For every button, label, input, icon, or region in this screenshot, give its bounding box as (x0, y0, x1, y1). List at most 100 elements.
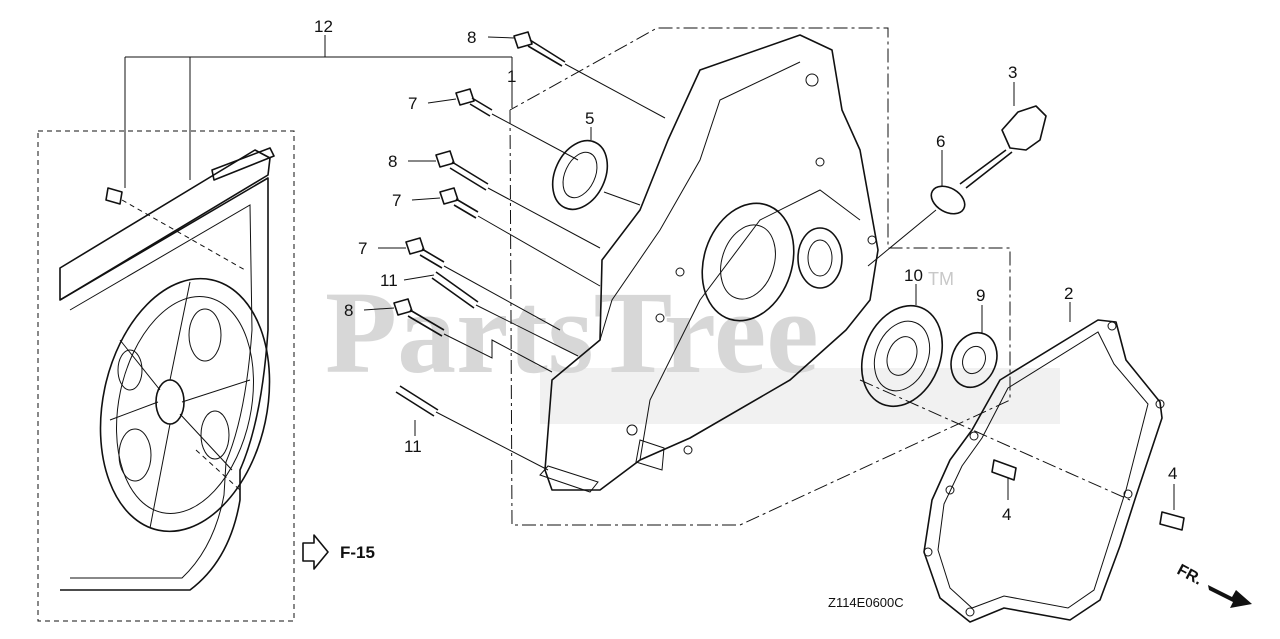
gasket-hole-6 (923, 547, 933, 557)
fan-cover-frame (37, 130, 295, 622)
fan-cover-bolt (105, 187, 123, 205)
gasket-hole-4 (969, 431, 979, 441)
gasket-2-inner (937, 331, 1149, 609)
callout-1: 1 (507, 67, 516, 86)
callout-4a: 4 (1002, 505, 1011, 524)
callout-10: 10 (904, 266, 923, 285)
right-parts-group: 3 6 10 9 2 4 4 (859, 63, 1185, 623)
leader-6 (867, 150, 943, 267)
leader-11-lower (414, 411, 549, 471)
gasket-hole-5 (945, 485, 955, 495)
watermark-band (540, 368, 1060, 424)
leader-7-third (378, 247, 561, 331)
bolt-8-third (393, 298, 445, 337)
callout-7-second: 7 (392, 191, 401, 210)
bolt-hole-4 (867, 235, 877, 245)
callout-5: 5 (585, 109, 594, 128)
fan-hub (155, 379, 185, 425)
callout-6: 6 (936, 132, 945, 151)
oil-seal-5-inner (562, 151, 598, 199)
oil-seal-5 (551, 139, 609, 211)
hollow-arrow-icon (302, 534, 329, 570)
dowel-pin-4a (991, 459, 1017, 481)
leader-5 (590, 127, 641, 206)
bolt-hole-6 (683, 445, 693, 455)
assembly-box-1 (509, 27, 1011, 526)
fan-cover-bracket (211, 147, 275, 181)
cam-bearing-boss (797, 227, 843, 289)
leader-8-top (487, 36, 666, 119)
bolt-7-first (455, 88, 493, 117)
bearing-9-bore (962, 345, 986, 375)
front-direction: FR. (1174, 562, 1252, 608)
bearing-10-race (873, 320, 931, 392)
bolts-group: 8 1 7 5 8 7 7 11 8 11 (344, 28, 666, 471)
callout-7-first: 7 (408, 94, 417, 113)
leader-11-upper (403, 274, 579, 357)
callout-4b: 4 (1168, 464, 1177, 483)
callout-8-top: 8 (467, 28, 476, 47)
fan-window-3 (200, 410, 230, 460)
leader-7-second (411, 197, 601, 287)
leader-8-third (363, 307, 553, 373)
bolt-hole-1 (675, 267, 685, 277)
fan-wheel (99, 277, 271, 533)
fan-cover-body (59, 177, 269, 591)
dipstick-3 (959, 149, 1013, 189)
callout-11-lower: 11 (404, 437, 422, 456)
reference-f15[interactable]: F-15 (302, 534, 375, 570)
fan-spokes (109, 281, 251, 529)
callout-3: 3 (1008, 63, 1017, 82)
gasket-hole-7 (965, 607, 975, 617)
main-bearing-bore (720, 224, 776, 300)
fan-cover-plate (59, 149, 271, 301)
bolt-hole-5 (626, 424, 638, 436)
fan-cover-inner (69, 204, 253, 579)
crankcase-cover-outline (544, 34, 879, 491)
bolt-hole-7 (805, 73, 819, 87)
reference-label: F-15 (340, 543, 375, 562)
callout-9: 9 (976, 286, 985, 305)
bearing-10 (860, 304, 944, 408)
o-ring-6 (930, 185, 966, 215)
gasket-hole-2 (1155, 399, 1165, 409)
diagram-code: Z114E0600C (828, 595, 904, 610)
callout-11-upper: 11 (380, 271, 398, 290)
bolt-7-third (405, 237, 445, 269)
watermark-trademark: TM (928, 269, 954, 289)
bolt-hole-3 (815, 157, 825, 167)
fan-window-4 (117, 349, 143, 391)
oil-filler-cap-3 (1001, 105, 1047, 151)
fan-axis (121, 199, 246, 491)
fan-window-2 (118, 428, 152, 482)
bolt-7-second (439, 187, 479, 219)
stud-11-upper (431, 271, 479, 309)
bolt-8-second (435, 150, 489, 191)
fan-cover-group (37, 130, 295, 622)
fan-wheel-inner (116, 296, 254, 514)
leader-12 (124, 35, 513, 188)
front-label: FR. (1174, 562, 1205, 589)
callout-8-third: 8 (344, 301, 353, 320)
front-arrow-icon (1208, 585, 1252, 608)
gasket-hole-3 (1123, 489, 1133, 499)
callout-2: 2 (1064, 284, 1073, 303)
gasket-hole-1 (1107, 321, 1117, 331)
crankcase-lug (635, 439, 665, 471)
callout-12: 12 (314, 17, 333, 36)
dowel-pin-4b (1159, 511, 1185, 531)
gasket-2 (923, 319, 1163, 623)
bearing-9 (950, 331, 998, 389)
stud-11-lower (395, 385, 439, 417)
callout-8-second: 8 (388, 152, 397, 171)
bolt-8-top (513, 31, 566, 67)
cam-bearing-bore (807, 239, 833, 277)
fan-window-1 (188, 308, 222, 362)
leader-7-first (427, 98, 579, 161)
callout-7-third: 7 (358, 239, 367, 258)
bolt-hole-2 (655, 313, 665, 323)
watermark-text: PartsTree (325, 267, 819, 398)
crankcase-cover-rib (599, 61, 861, 461)
leader-8-second (408, 160, 601, 249)
